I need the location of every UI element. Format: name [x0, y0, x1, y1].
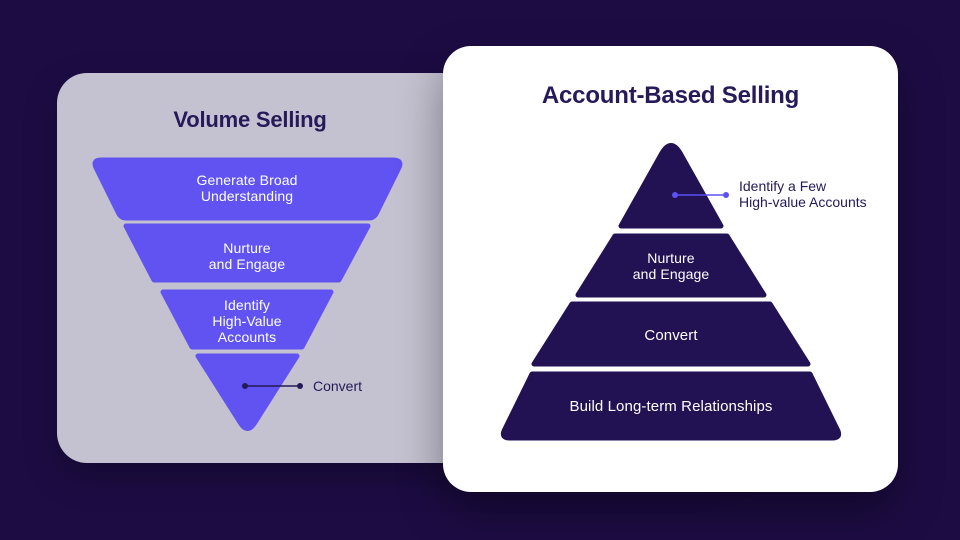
- volume-selling-title: Volume Selling: [173, 107, 327, 132]
- convert-callout-label: Convert: [313, 378, 363, 394]
- pyramid-label-nurture-and-engage: Nurture and Engage: [632, 250, 710, 282]
- funnel-label-identify-high-value-accounts: Identify High-Value Accounts: [212, 297, 282, 345]
- funnel-label-nurture-and-engage: Nurture and Engage: [208, 240, 286, 272]
- account-based-selling-card: Account-Based Selling Identify a Few Hig…: [443, 46, 898, 492]
- funnel-segment-convert-tip: [195, 353, 300, 431]
- account-based-selling-title: Account-Based Selling: [541, 82, 800, 109]
- funnel-label-generate-broad-understanding: Generate Broad Understanding: [196, 172, 298, 204]
- identify-accounts-callout-label: Identify a Few High-value Accounts: [739, 178, 867, 210]
- identify-accounts-connector-line: [672, 192, 729, 198]
- convert-connector-line: [242, 383, 303, 389]
- pyramid-segment-identify-accounts-tip: [618, 143, 724, 229]
- pyramid-label-build-relationships: Build Long-term Relationships: [569, 398, 773, 415]
- pyramid-label-convert: Convert: [644, 327, 698, 344]
